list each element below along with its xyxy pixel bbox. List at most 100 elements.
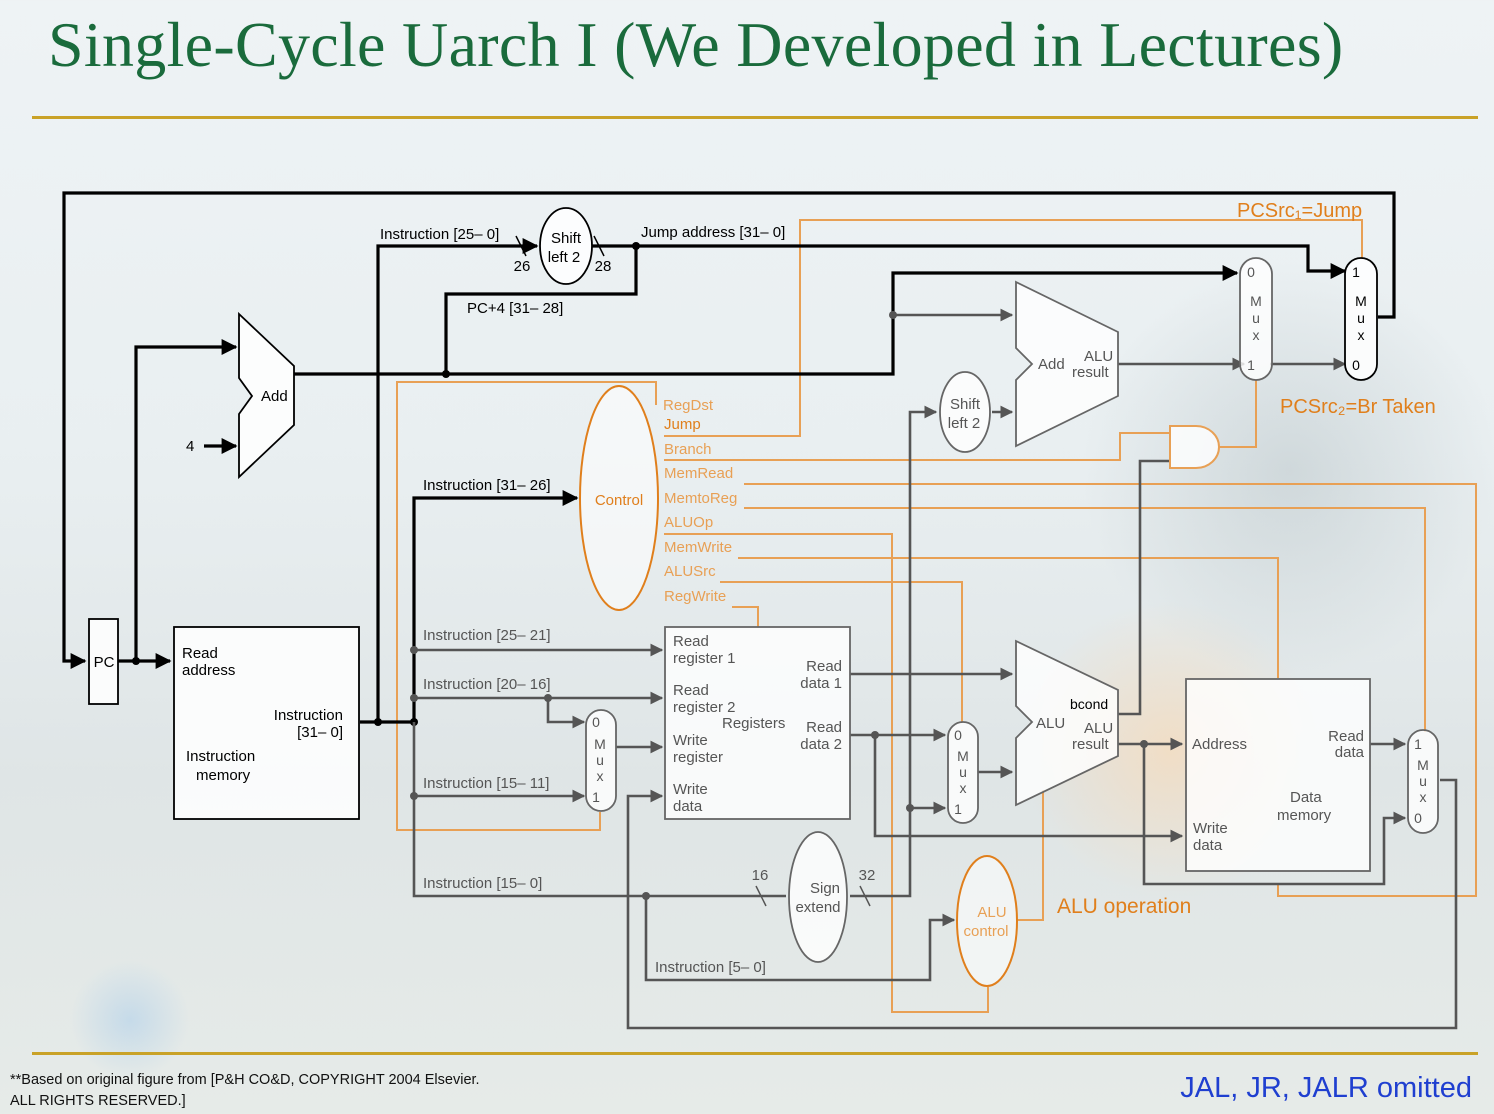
mem-mux-in0: 0	[1414, 810, 1422, 826]
title-rule	[32, 116, 1478, 119]
wd-a: Write	[673, 781, 708, 798]
label-instr-20-16: Instruction [20– 16]	[423, 676, 551, 693]
registers-name: Registers	[722, 715, 785, 732]
label-instr-15-0: Instruction [15– 0]	[423, 875, 542, 892]
regdst-mux-in0: 0	[592, 714, 600, 730]
signal-memread: MemRead	[664, 465, 733, 482]
dmem-name-2: memory	[1277, 807, 1332, 824]
sign-ext-l1: Sign	[810, 880, 840, 897]
label-jump-address: Jump address [31– 0]	[641, 224, 785, 241]
branch-alu-label: ALU	[1084, 348, 1113, 365]
dmem-read-b: data	[1335, 744, 1365, 761]
signal-jump: Jump	[664, 416, 701, 433]
shift-mid-l1: Shift	[950, 396, 981, 413]
sign-ext-32: 32	[859, 867, 876, 884]
dmem-write-a: Write	[1193, 820, 1228, 837]
regdst-mux: 0 M u x 1	[585, 709, 617, 812]
main-alu: ALU bcond ALU result	[1015, 639, 1119, 807]
mem-mux-u: u	[1419, 773, 1427, 789]
alusrc-mux-m: M	[957, 748, 969, 764]
imem-name-2: memory	[196, 767, 251, 784]
instruction-memory: Read address Instruction [31– 0] Instruc…	[173, 626, 360, 820]
signext-out	[850, 405, 938, 898]
memtoreg-mux: 1 M u x 0	[1407, 729, 1439, 834]
dmem-write-b: data	[1193, 837, 1223, 854]
branch-mux-u: u	[1252, 310, 1260, 326]
pc-register: PC	[88, 618, 119, 705]
pc-to-add	[134, 339, 238, 661]
shift-out-wire	[592, 244, 1347, 279]
rd1-b: data 1	[800, 675, 842, 692]
jump-mux-in1: 1	[1352, 264, 1360, 280]
shift-mid-l2: left 2	[948, 415, 981, 432]
label-instr-31-26: Instruction [31– 26]	[423, 477, 551, 494]
pc4-bits-wire	[444, 246, 638, 374]
alusrc-mux-u: u	[959, 764, 967, 780]
rd2-to-dmem	[873, 735, 1184, 843]
shift-top-l1: Shift	[551, 230, 582, 247]
pc-loop-wire	[62, 191, 1396, 669]
label-28: 28	[595, 258, 612, 275]
branch-mux-in0: 0	[1247, 264, 1255, 280]
pcsrc1-label: PCSrc₁=Jump	[1237, 200, 1362, 222]
jump-wire	[664, 219, 1363, 437]
regdst-mux-m: M	[594, 736, 606, 752]
and-out-wire	[1219, 380, 1257, 448]
footnote: **Based on original figure from [P&H CO&…	[10, 1072, 480, 1109]
alu-control-unit: ALU control	[956, 855, 1018, 987]
alusrc-mux-in0: 0	[954, 727, 962, 743]
signal-memtoreg: MemtoReg	[664, 490, 737, 507]
regdst-mux-x: x	[597, 768, 604, 784]
and-gate	[1169, 425, 1220, 469]
omitted-note: JAL, JR, JALR omitted	[1180, 1072, 1472, 1104]
instr-5-0-wire	[644, 896, 956, 982]
jump-mux-u: u	[1357, 310, 1365, 326]
branch-mux-in1: 1	[1247, 357, 1255, 373]
instr-15-0-wire	[412, 722, 786, 898]
signal-regwrite: RegWrite	[664, 588, 726, 605]
dmem-read-a: Read	[1328, 728, 1364, 745]
control-unit: Control	[579, 385, 659, 611]
dmem-name-1: Data	[1290, 789, 1322, 806]
imem-name-1: Instruction	[186, 748, 255, 765]
control-label: Control	[595, 492, 643, 509]
mem-mux-m: M	[1417, 757, 1429, 773]
branch-wire	[664, 432, 1170, 461]
alu-control-l2: control	[963, 923, 1008, 940]
sign-ext-16: 16	[752, 867, 769, 884]
imem-bits-label: [31– 0]	[297, 724, 343, 741]
imem-instr-label: Instruction	[274, 707, 343, 724]
control-signal-labels: RegDst Jump Branch MemRead MemtoReg ALUO…	[663, 397, 737, 605]
regdst-mux-u: u	[596, 752, 604, 768]
rr1-a: Read	[673, 633, 709, 650]
add-out-wire	[294, 265, 1239, 376]
branch-adder: Add ALU result	[1015, 280, 1119, 448]
mem-mux-in1: 1	[1414, 736, 1422, 752]
pc-adder: Add	[238, 311, 295, 480]
memtoreg-wire	[744, 507, 1426, 732]
imem-read-label: Read	[182, 645, 218, 662]
jump-mux: 1 M u x 0	[1344, 257, 1378, 381]
writeback-wire	[626, 778, 1458, 1030]
alu-label: ALU	[1036, 715, 1065, 732]
regdst-mux-in1: 1	[592, 789, 600, 805]
branch-mux-x: x	[1253, 327, 1260, 343]
rr2-a: Read	[673, 682, 709, 699]
alu-res-1: ALU	[1084, 720, 1113, 737]
label-instr-5-0: Instruction [5– 0]	[655, 959, 766, 976]
label-instr-15-11: Instruction [15– 11]	[423, 775, 549, 792]
background-orb	[70, 960, 190, 1080]
sign-extend: Sign extend 16 32	[752, 831, 876, 963]
jump-mux-in0: 0	[1352, 357, 1360, 373]
branch-result-label: result	[1072, 364, 1110, 381]
data-memory: Address Read data Write data Data memory	[1185, 678, 1371, 872]
jump-ticks	[515, 235, 605, 257]
signal-aluop: ALUOp	[664, 514, 713, 531]
instr-25-0-wire	[376, 238, 539, 722]
alu-res-2: result	[1072, 736, 1110, 753]
pc-wires	[62, 191, 1396, 724]
memread-wire	[744, 483, 1477, 897]
signal-regdst: RegDst	[663, 397, 714, 414]
sign-ext-l2: extend	[795, 899, 840, 916]
